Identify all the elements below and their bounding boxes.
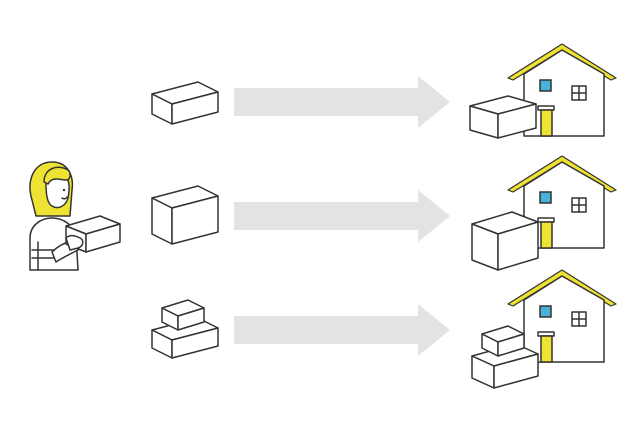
- row-large-box: [151, 155, 617, 271]
- hand-icon: [65, 234, 84, 251]
- stacked-boxes-icon: [151, 299, 219, 359]
- arrow-right-icon: [234, 304, 450, 356]
- delivered-stacked-boxes-icon: [471, 325, 539, 389]
- arrow-right-icon: [234, 76, 450, 128]
- delivered-box-icon: [471, 211, 539, 271]
- single-large-box-icon: [151, 185, 219, 245]
- arrow-right-icon: [234, 190, 450, 242]
- delivered-box-icon: [469, 95, 537, 139]
- row-single-box: [151, 43, 617, 139]
- row-stacked-boxes: [151, 269, 617, 389]
- single-flat-box-icon: [151, 81, 219, 125]
- sender-person-icon: [29, 161, 79, 271]
